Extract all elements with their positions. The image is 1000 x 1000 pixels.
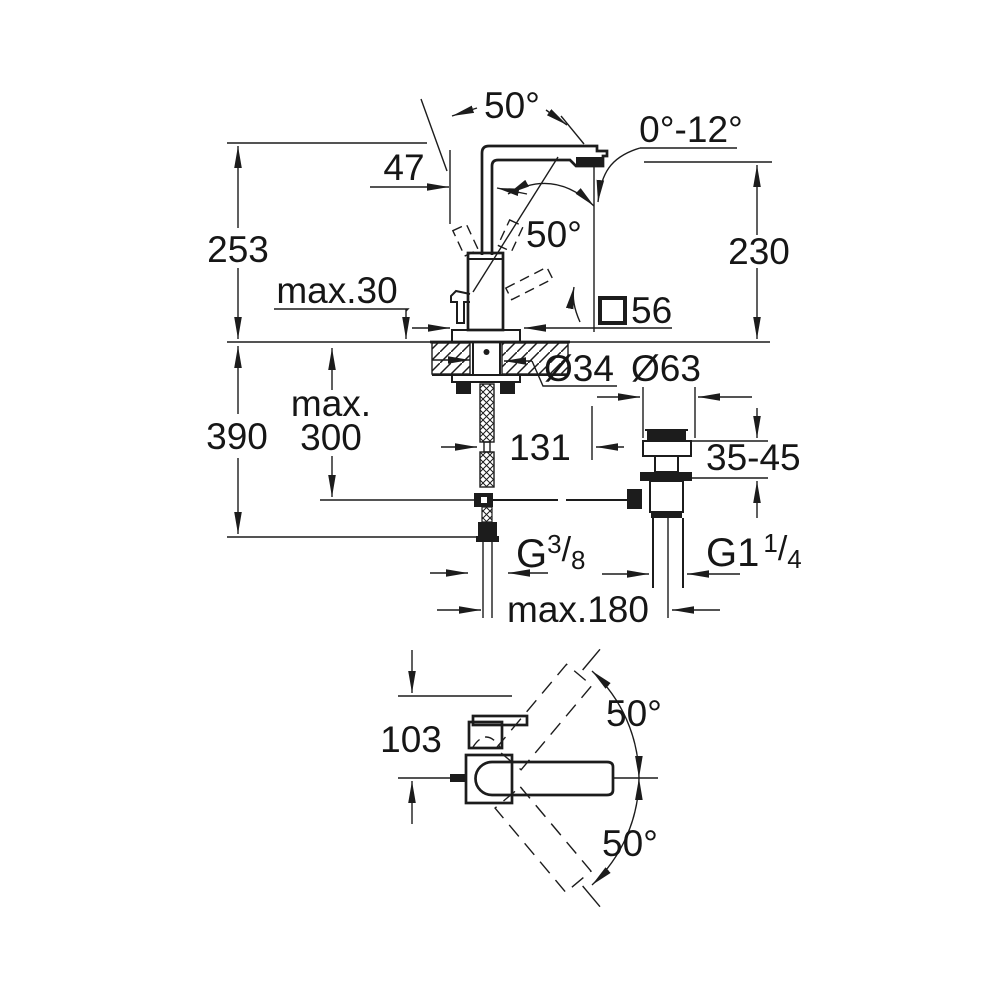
supply-fitting bbox=[478, 522, 497, 536]
dim-hole-diameter: Ø34 bbox=[432, 348, 617, 389]
dim-swing-down-label: 50° bbox=[602, 823, 658, 864]
drain-body bbox=[649, 480, 684, 513]
dim-hose-reach: max. 300 bbox=[291, 348, 371, 497]
aerator bbox=[576, 157, 603, 166]
dim-lever-angle: 50° bbox=[472, 156, 595, 323]
dim-plan-height: 103 bbox=[380, 650, 442, 824]
side-elevation-view: 253 390 230 max. 300 max.30 bbox=[206, 85, 802, 630]
dim-aerator-tilt: 0°-12° bbox=[593, 109, 743, 332]
supply-thread-text: G3/8 bbox=[516, 529, 586, 576]
plan-spout-top-bar bbox=[471, 714, 529, 727]
dim-swivel-angle-label: 50° bbox=[484, 85, 540, 126]
plan-handle-dome bbox=[467, 720, 504, 750]
dim-body-square-label: 56 bbox=[631, 290, 672, 331]
popup-plug bbox=[647, 431, 686, 441]
top-plan-view: 103 50° 50° bbox=[380, 648, 662, 908]
dim-body-square: 56 bbox=[412, 290, 672, 332]
dim-below-deck-label: 390 bbox=[206, 416, 268, 457]
plan-base-plate bbox=[464, 753, 514, 805]
plan-spout bbox=[474, 760, 615, 797]
dim-plan-height-label: 103 bbox=[380, 719, 442, 760]
dim-spout-offset: 47 bbox=[370, 147, 528, 224]
dim-swivel-angle: 50° bbox=[420, 85, 585, 172]
mounting-nut-left bbox=[456, 382, 471, 394]
dim-hole-diameter-label: Ø34 bbox=[544, 348, 614, 389]
spout-outline bbox=[480, 144, 609, 255]
dim-total-height-label: 253 bbox=[207, 229, 269, 270]
dim-hose-reach-value: 300 bbox=[300, 417, 362, 458]
supply-hose bbox=[320, 383, 627, 618]
dim-drain-flange: Ø63 bbox=[597, 348, 752, 438]
plan-faucet bbox=[450, 648, 615, 908]
square-symbol bbox=[598, 296, 627, 325]
dim-hole-centers: max.180 bbox=[437, 589, 720, 630]
rod-knob bbox=[627, 489, 642, 509]
plan-spout-swung-down bbox=[494, 785, 593, 894]
plan-lever-tip bbox=[450, 774, 467, 782]
dim-rod-offset: 131 bbox=[441, 406, 624, 468]
dim-drain-flange-label: Ø63 bbox=[631, 348, 701, 389]
dim-hose-reach-word: max. bbox=[291, 383, 371, 424]
dim-swing-angles: 50° 50° bbox=[591, 670, 662, 886]
dim-swing-up-label: 50° bbox=[606, 693, 662, 734]
dim-spout-height: 230 bbox=[728, 165, 790, 339]
dim-hole-centers-label: max.180 bbox=[507, 589, 649, 630]
counter-section bbox=[430, 340, 570, 394]
dim-deck-thickness: max.30 bbox=[274, 270, 410, 339]
dim-rod-offset-label: 131 bbox=[509, 427, 571, 468]
lever-handle bbox=[450, 289, 471, 324]
dim-deck-thickness-label: max.30 bbox=[276, 270, 397, 311]
dim-lever-angle-label: 50° bbox=[526, 214, 582, 255]
dim-total-height: 253 bbox=[207, 146, 269, 339]
dim-supply-thread: G3/8 bbox=[430, 529, 586, 577]
dim-spout-offset-label: 47 bbox=[383, 147, 424, 188]
drain-waste bbox=[627, 429, 692, 618]
dim-spout-height-label: 230 bbox=[728, 231, 790, 272]
plan-spout-swung-up bbox=[494, 663, 593, 771]
dim-below-deck: 390 bbox=[206, 346, 268, 534]
dim-basin-thickness-label: 35-45 bbox=[706, 437, 801, 478]
base-flange bbox=[451, 329, 521, 343]
lever-position-dashed bbox=[451, 219, 554, 301]
mounting-washer bbox=[451, 374, 521, 383]
dim-aerator-tilt-label: 0°-12° bbox=[639, 109, 743, 150]
dim-basin-thickness: 35-45 bbox=[688, 408, 801, 518]
mounting-nut-right bbox=[500, 382, 515, 394]
